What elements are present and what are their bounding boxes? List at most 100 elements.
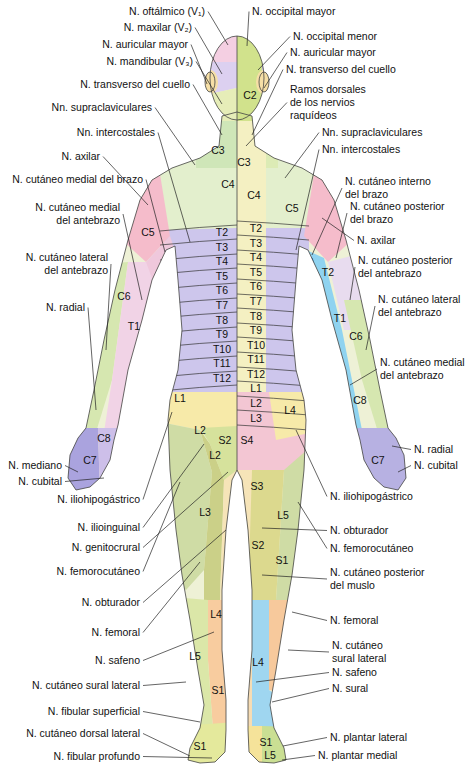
segment-label: C6 [349,330,362,342]
nerve-label: N. femoral [330,614,378,627]
leader-line [143,682,186,686]
segment-label: T7 [250,295,262,307]
nerve-label: Nn. intercostales [77,126,155,139]
leader-line [392,446,411,450]
segment-label: T9 [216,328,228,340]
segment-label: T3 [216,241,228,253]
dermatome-region [196,121,237,168]
segment-label: T11 [213,357,230,369]
segment-label: C3 [211,144,224,156]
dermatome-region [276,435,324,600]
nerve-label: N. auricular mayor [102,38,188,51]
segment-label: L5 [277,509,289,521]
segment-label: T11 [247,353,264,365]
nerve-label: Nn. intercostales [322,143,400,156]
nerve-label: N. axilar [357,234,396,247]
nerve-label: N. obturador [330,524,388,537]
nerve-label: N. cubital [414,459,458,472]
nerve-label: N. femoral [92,626,140,639]
nerve-label: N. sural [332,682,368,695]
segment-label: L3 [250,412,262,424]
nerve-label: N. cubital [18,475,62,488]
leader-line [298,502,327,549]
segment-label: C2 [243,89,256,101]
dermatome-region [195,30,237,62]
leader-line [262,528,327,531]
leader-line [350,267,355,300]
nerve-label: N. safeno [332,666,377,679]
leader-line [208,12,228,46]
leader-line [143,712,200,723]
nerve-label: N. plantar lateral [330,731,407,744]
nerve-label: N. occipital menor [293,30,377,43]
nerve-label: N. femorocutáneo [330,542,413,555]
segment-label: C4 [221,178,234,190]
leader-line [143,530,226,603]
segment-label: S4 [241,434,254,446]
leader-line [143,444,204,528]
nerve-label: N. iliohipogástrico [57,493,140,506]
leader-line [366,306,375,350]
leader-line [246,103,287,147]
nerve-label: N. transverso del cuello [80,78,190,91]
segment-label: C5 [285,202,298,214]
anterior-regions [0,0,237,764]
nerve-label: N. cutáneo sural lateral [332,639,402,665]
nerve-label: N. mediano [8,459,62,472]
leader-line [350,369,377,385]
posterior-regions [237,0,474,764]
segment-label: T6 [216,284,228,296]
nerve-label: N. genitocrural [72,541,140,554]
nerve-label: Ramos dorsales de los nervios raquídeos [290,83,370,122]
segment-label: S1 [212,684,225,696]
segment-label: T6 [250,280,262,292]
leader-line [143,632,214,661]
leader-line [288,650,329,652]
dermatome-region [237,470,252,600]
segment-label: C8 [97,432,110,444]
nerve-label: N. cutáneo posterior del antebrazo [358,254,468,280]
segment-label: T1 [128,320,140,332]
segment-label: T12 [213,372,231,384]
segment-label: T8 [250,310,262,322]
nerve-label: N. cutáneo sural lateral [32,679,140,692]
segment-label: T4 [216,255,228,267]
segment-label: T2 [322,266,334,278]
nerve-label: N. ilioinguinal [78,521,140,534]
segment-label: L4 [284,404,296,416]
leader-line [196,62,222,105]
dermatome-region [237,30,279,125]
leader-line [106,264,111,350]
segment-label: T4 [250,251,262,263]
segment-label: L1 [174,392,186,404]
dermatome-line [237,36,238,112]
posterior-view [237,0,474,764]
nerve-label: N. cutáneo lateral del antebrazo [378,293,468,319]
leader-line [282,756,315,761]
dermatome-region [237,726,262,764]
leader-line [322,218,354,241]
segment-label: T7 [216,299,228,311]
dermatome-region [210,36,264,120]
nerve-label: N. femorocutáneo [57,565,140,578]
segment-label: L4 [210,608,222,620]
nerve-label: N. cutáneo lateral del antebrazo [16,251,108,277]
leader-line [143,757,212,759]
nerve-label: N. safeno [95,654,140,667]
leader-line [65,466,78,473]
nerve-label: N. cutáneo medial del brazo [12,173,143,186]
nerve-label: N. auricular mayor [290,46,376,59]
dermatome-line [312,258,352,425]
segment-label: S3 [251,480,264,492]
segment-label: L2 [194,424,206,436]
segment-label: T5 [250,266,262,278]
segment-label: T8 [216,314,228,326]
nerve-label: N. transverso del cuello [286,63,396,76]
leader-line [258,37,290,71]
dermatome-region [237,0,474,764]
segment-label: S2 [219,434,232,446]
leader-line [88,308,96,411]
segment-label: S1 [276,554,289,566]
leader-line [256,673,329,683]
